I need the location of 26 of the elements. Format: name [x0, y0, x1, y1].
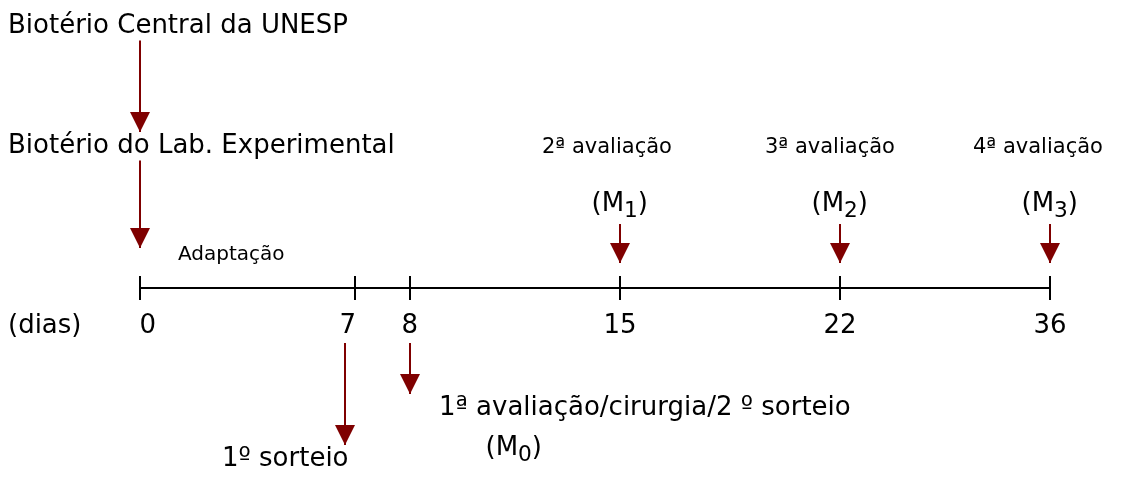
evaluation-label: 2ª avaliação — [542, 135, 672, 159]
moment-label: (M$_{0}$) — [485, 432, 542, 466]
moment-label: (M$_{1}$) — [591, 188, 648, 222]
tick-label: 15 — [603, 310, 637, 339]
tick-label: 22 — [823, 310, 857, 339]
arrow — [130, 39, 150, 133]
event-label: 1ª avaliação/cirurgia/2 º sorteio — [439, 392, 851, 421]
axis-unit-label: (dias) — [8, 310, 82, 339]
tick-label: 0 — [139, 310, 157, 339]
arrow — [830, 223, 850, 264]
moment-label: (M$_{3}$) — [1021, 188, 1078, 222]
tick-label: 7 — [339, 310, 357, 339]
event-label: 1º sorteio — [222, 443, 349, 472]
moment-label: (M$_{2}$) — [811, 188, 868, 222]
arrow — [1040, 223, 1060, 264]
tick-label: 8 — [401, 310, 419, 339]
evaluation-label: 3ª avaliação — [765, 135, 895, 159]
arrow — [130, 159, 150, 249]
arrow — [610, 223, 630, 264]
tick-label: 36 — [1033, 310, 1067, 339]
location-label: Biotério do Lab. Experimental — [8, 130, 395, 159]
location-label: Biotério Central da UNESP — [8, 10, 348, 39]
phase-label: Adaptação — [178, 242, 285, 264]
arrow — [400, 342, 420, 395]
arrow — [335, 342, 355, 446]
evaluation-label: 4ª avaliação — [973, 135, 1103, 159]
